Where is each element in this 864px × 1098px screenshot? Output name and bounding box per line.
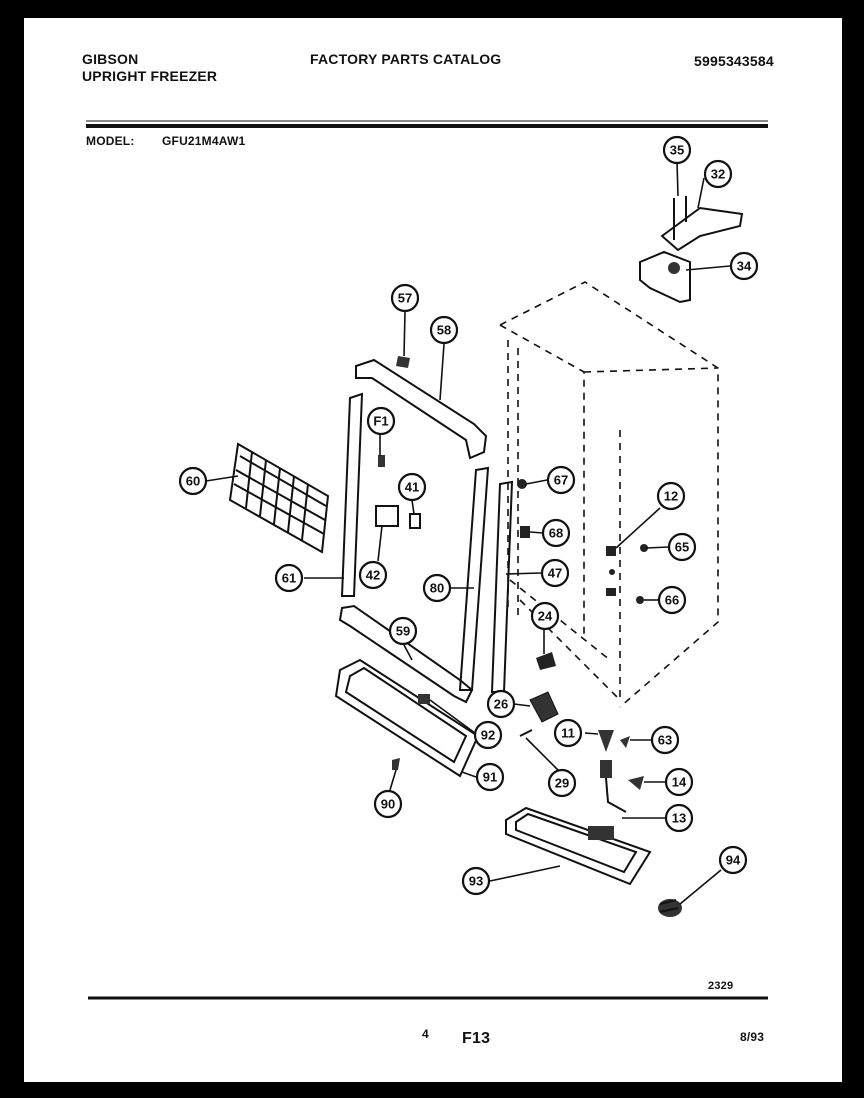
callout-label: 63 bbox=[658, 733, 672, 748]
drain-pan bbox=[505, 806, 652, 886]
callout-label: 35 bbox=[670, 143, 684, 158]
door-gasket-right bbox=[458, 466, 490, 691]
callout-14: 14 bbox=[664, 767, 694, 797]
revision-date: 8/93 bbox=[740, 1030, 765, 1044]
callout-label: 24 bbox=[538, 609, 553, 624]
kick-plate bbox=[334, 658, 480, 778]
liner-strip bbox=[490, 480, 514, 693]
callout-label: 91 bbox=[483, 770, 497, 785]
callout-label: 41 bbox=[405, 480, 419, 495]
catalog-number: 5995343584 bbox=[694, 53, 774, 69]
callout-label: 94 bbox=[726, 853, 741, 868]
door-gasket-top bbox=[355, 358, 488, 460]
callout-label: 93 bbox=[469, 874, 483, 889]
callout-34: 34 bbox=[729, 251, 759, 281]
callout-label: 13 bbox=[672, 811, 686, 826]
callout-label: 58 bbox=[437, 323, 451, 338]
product-type: UPRIGHT FREEZER bbox=[82, 68, 218, 84]
model-label: MODEL: bbox=[86, 134, 135, 148]
callout-57: 57 bbox=[390, 283, 420, 313]
drain-parts bbox=[519, 729, 644, 813]
basket-shelf bbox=[228, 442, 330, 554]
callout-12: 12 bbox=[656, 481, 686, 511]
callout-41: 41 bbox=[397, 472, 427, 502]
callout-label: 67 bbox=[554, 473, 568, 488]
callout-label: 80 bbox=[430, 581, 444, 596]
callout-label: 61 bbox=[282, 571, 296, 586]
callout-68: 68 bbox=[541, 518, 571, 548]
door-gasket-left bbox=[340, 392, 364, 597]
switch-parts bbox=[375, 455, 421, 529]
fasteners bbox=[517, 479, 648, 670]
callout-label: 92 bbox=[481, 728, 495, 743]
callout-label: 29 bbox=[555, 776, 569, 791]
callout-label: 65 bbox=[675, 540, 689, 555]
catalog-title: FACTORY PARTS CATALOG bbox=[310, 51, 502, 67]
page-number: 4 bbox=[422, 1027, 429, 1041]
callout-label: 42 bbox=[366, 568, 380, 583]
drawing-number: 2329 bbox=[708, 980, 734, 992]
callout-label: 59 bbox=[396, 624, 410, 639]
callout-label: 68 bbox=[549, 526, 563, 541]
callout-32: 32 bbox=[703, 159, 733, 189]
callout-label: 90 bbox=[381, 797, 395, 812]
callout-label: 47 bbox=[548, 566, 562, 581]
callout-65: 65 bbox=[667, 532, 697, 562]
hinge-cap bbox=[396, 356, 410, 368]
callout-94: 94 bbox=[718, 845, 748, 875]
header-rule bbox=[86, 120, 768, 128]
bottom-hinge bbox=[529, 691, 559, 723]
drain-fitting bbox=[658, 899, 682, 917]
model-number: GFU21M4AW1 bbox=[162, 134, 246, 148]
catalog-page: GIBSON UPRIGHT FREEZER FACTORY PARTS CAT… bbox=[24, 18, 842, 1082]
callout-93: 93 bbox=[461, 866, 491, 896]
callout-label: 32 bbox=[711, 167, 725, 182]
callout-66: 66 bbox=[657, 585, 687, 615]
section-code: F13 bbox=[462, 1030, 491, 1047]
callout-11: 11 bbox=[553, 718, 583, 748]
leader-lines bbox=[205, 161, 731, 905]
callout-60: 60 bbox=[178, 466, 208, 496]
callout-label: 26 bbox=[494, 697, 508, 712]
callout-label: 57 bbox=[398, 291, 412, 306]
callout-label: 11 bbox=[561, 726, 575, 741]
callout-63: 63 bbox=[650, 725, 680, 755]
callout-13: 13 bbox=[664, 803, 694, 833]
callout-label: 14 bbox=[672, 775, 687, 790]
callout-label: 66 bbox=[665, 593, 679, 608]
callout-91: 91 bbox=[475, 762, 505, 792]
callout-59: 59 bbox=[388, 616, 418, 646]
top-hinge-assembly bbox=[639, 196, 744, 304]
callout-label: 60 bbox=[186, 474, 200, 489]
brand-name: GIBSON bbox=[82, 51, 139, 67]
callout-29: 29 bbox=[547, 768, 577, 798]
callout-label: F1 bbox=[373, 414, 388, 429]
callout-92: 92 bbox=[473, 720, 503, 750]
cabinet-outline bbox=[499, 281, 719, 708]
callout-47: 47 bbox=[540, 558, 570, 588]
callout-24: 24 bbox=[530, 601, 560, 631]
callout-90: 90 bbox=[373, 789, 403, 819]
callout-42: 42 bbox=[358, 560, 388, 590]
callout-f1: F1 bbox=[366, 406, 396, 436]
callout-35: 35 bbox=[662, 135, 692, 165]
callout-58: 58 bbox=[429, 315, 459, 345]
callout-26: 26 bbox=[486, 689, 516, 719]
callout-61: 61 bbox=[274, 563, 304, 593]
callout-label: 34 bbox=[737, 259, 752, 274]
callout-label: 12 bbox=[664, 489, 678, 504]
callout-67: 67 bbox=[546, 465, 576, 495]
callout-80: 80 bbox=[422, 573, 452, 603]
